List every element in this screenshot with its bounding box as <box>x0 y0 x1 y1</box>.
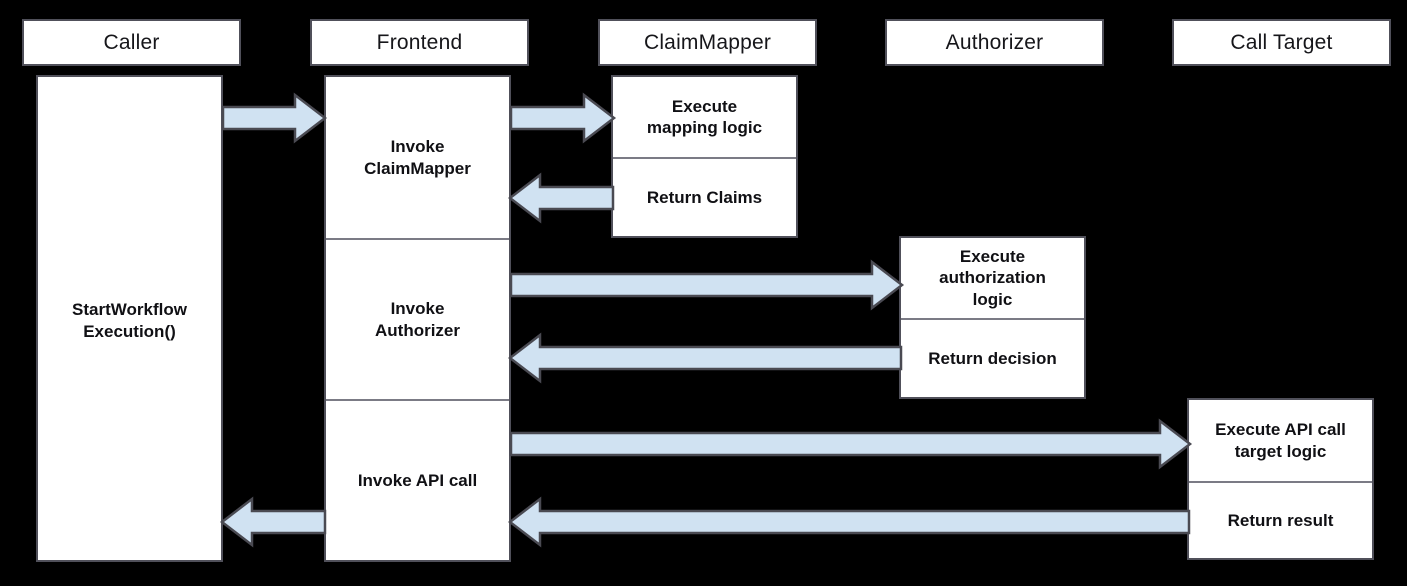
activation-calltarget-segment-2: Return result <box>1189 483 1372 558</box>
lifeline-header-claimmapper[interactable]: ClaimMapper <box>598 19 817 66</box>
activation-authorizer-segment-1: Execute authorization logic <box>901 238 1084 318</box>
activation-claimmapper[interactable]: Execute mapping logic Return Claims <box>611 75 798 238</box>
activation-frontend[interactable]: Invoke ClaimMapper Invoke Authorizer Inv… <box>324 75 511 562</box>
activation-frontend-segment-3: Invoke API call <box>326 401 509 560</box>
lifeline-header-caller-label: Caller <box>103 30 160 54</box>
activation-frontend-segment-3-label: Invoke API call <box>357 470 478 490</box>
activation-caller-segment-1-label: StartWorkflow Execution() <box>72 300 187 341</box>
activation-calltarget-segment-2-label: Return result <box>1227 510 1334 530</box>
activation-authorizer-segment-2: Return decision <box>901 320 1084 397</box>
activation-claimmapper-divider-1 <box>613 157 796 159</box>
lifeline-header-calltarget-label: Call Target <box>1230 30 1333 54</box>
activation-authorizer-segment-1-label: Execute authorization logic <box>939 247 1046 309</box>
message-arrow-authorizer-to-frontend[interactable] <box>507 332 903 384</box>
activation-caller[interactable]: StartWorkflow Execution() <box>36 75 223 562</box>
activation-caller-segment-1: StartWorkflow Execution() <box>38 77 221 564</box>
activation-calltarget-segment-1: Execute API call target logic <box>1189 400 1372 481</box>
activation-authorizer-segment-2-label: Return decision <box>928 348 1057 368</box>
activation-authorizer[interactable]: Execute authorization logic Return decis… <box>899 236 1086 399</box>
lifeline-header-frontend[interactable]: Frontend <box>310 19 529 66</box>
activation-calltarget[interactable]: Execute API call target logic Return res… <box>1187 398 1374 560</box>
lifeline-header-authorizer[interactable]: Authorizer <box>885 19 1104 66</box>
lifeline-header-calltarget[interactable]: Call Target <box>1172 19 1391 66</box>
message-arrow-frontend-to-caller[interactable] <box>219 496 327 548</box>
activation-frontend-segment-2: Invoke Authorizer <box>326 240 509 399</box>
message-arrow-frontend-to-calltarget[interactable] <box>509 418 1193 470</box>
activation-calltarget-divider-1 <box>1189 481 1372 483</box>
lifeline-header-frontend-label: Frontend <box>376 30 463 54</box>
message-arrow-claimmapper-to-frontend[interactable] <box>507 172 615 224</box>
message-arrow-frontend-to-authorizer[interactable] <box>509 259 905 311</box>
message-arrow-frontend-to-claimmapper[interactable] <box>509 92 617 144</box>
activation-frontend-segment-1-label: Invoke ClaimMapper <box>364 137 471 178</box>
message-arrow-calltarget-to-frontend[interactable] <box>507 496 1191 548</box>
activation-claimmapper-segment-1: Execute mapping logic <box>613 77 796 157</box>
activation-frontend-divider-1 <box>326 238 509 240</box>
lifeline-header-authorizer-label: Authorizer <box>945 30 1044 54</box>
activation-claimmapper-segment-2: Return Claims <box>613 159 796 236</box>
activation-frontend-segment-1: Invoke ClaimMapper <box>326 77 509 238</box>
message-arrow-caller-to-frontend[interactable] <box>221 92 328 144</box>
lifeline-header-caller[interactable]: Caller <box>22 19 241 66</box>
activation-claimmapper-segment-1-label: Execute mapping logic <box>646 96 763 137</box>
activation-frontend-segment-2-label: Invoke Authorizer <box>375 299 460 340</box>
lifeline-header-claimmapper-label: ClaimMapper <box>643 30 772 54</box>
activation-claimmapper-segment-2-label: Return Claims <box>646 187 763 207</box>
activation-frontend-divider-2 <box>326 399 509 401</box>
activation-calltarget-segment-1-label: Execute API call target logic <box>1215 420 1346 461</box>
activation-authorizer-divider-1 <box>901 318 1084 320</box>
